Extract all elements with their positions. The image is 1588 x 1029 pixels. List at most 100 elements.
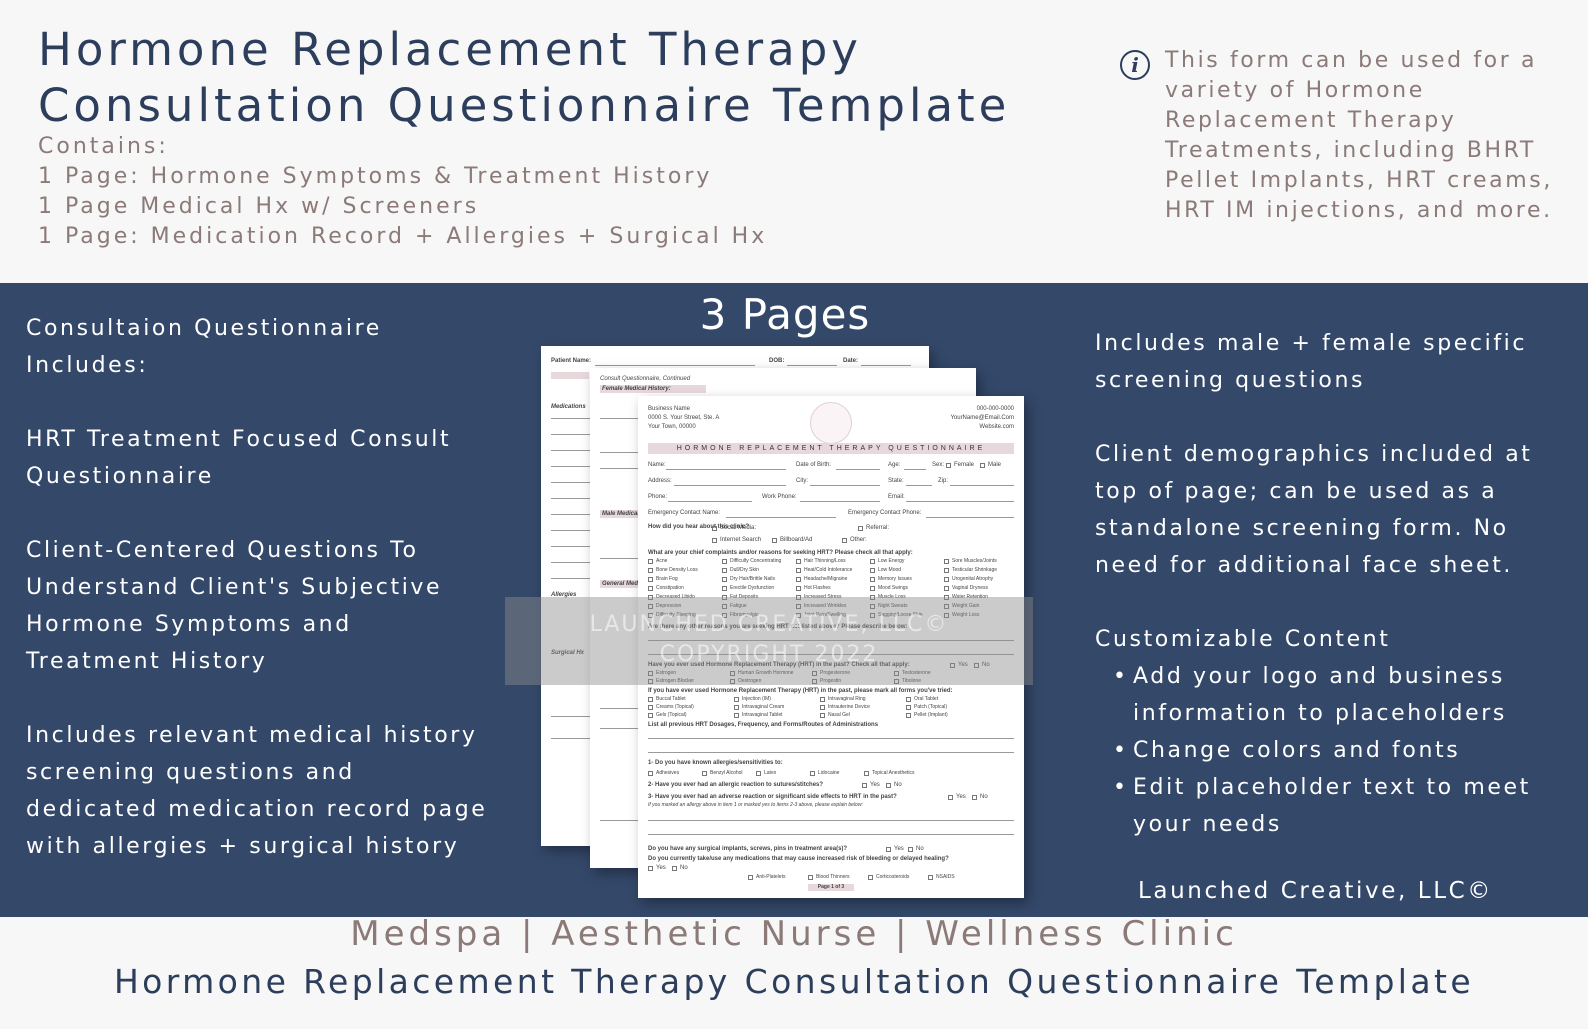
field-line bbox=[551, 562, 591, 563]
checkbox[interactable] bbox=[948, 795, 953, 800]
checkbox[interactable] bbox=[648, 577, 653, 582]
checkbox[interactable] bbox=[648, 604, 653, 609]
checkbox[interactable] bbox=[886, 783, 891, 788]
option-label: Internet Search bbox=[720, 537, 762, 543]
checkbox[interactable] bbox=[908, 847, 913, 852]
checkbox[interactable] bbox=[722, 559, 727, 564]
checkbox[interactable] bbox=[722, 604, 727, 609]
question: 2- Have you ever had an allergic reactio… bbox=[648, 782, 824, 788]
checkbox[interactable] bbox=[712, 526, 717, 531]
checkbox[interactable] bbox=[712, 538, 717, 543]
checkbox[interactable] bbox=[906, 697, 911, 702]
checkbox[interactable] bbox=[944, 595, 949, 600]
symptom-option: Weight Loss bbox=[952, 612, 980, 618]
checkbox[interactable] bbox=[796, 586, 801, 591]
checkbox[interactable] bbox=[950, 663, 955, 668]
checkbox[interactable] bbox=[820, 713, 825, 718]
checkbox[interactable] bbox=[796, 595, 801, 600]
checkbox[interactable] bbox=[722, 595, 727, 600]
checkbox[interactable] bbox=[894, 679, 899, 684]
option-label: Social Media: bbox=[720, 525, 757, 531]
checkbox[interactable] bbox=[748, 875, 753, 880]
bleeding-option: NSAIDS bbox=[936, 874, 955, 880]
checkbox[interactable] bbox=[648, 559, 653, 564]
checkbox[interactable] bbox=[722, 613, 727, 618]
checkbox[interactable] bbox=[974, 663, 979, 668]
symptom-option: Difficulty Concentrating bbox=[730, 558, 782, 564]
checkbox[interactable] bbox=[648, 771, 653, 776]
checkbox[interactable] bbox=[870, 613, 875, 618]
checkbox[interactable] bbox=[870, 586, 875, 591]
checkbox[interactable] bbox=[702, 771, 707, 776]
checkbox[interactable] bbox=[944, 604, 949, 609]
checkbox[interactable] bbox=[796, 604, 801, 609]
checkbox[interactable] bbox=[810, 771, 815, 776]
checkbox[interactable] bbox=[722, 568, 727, 573]
checkbox[interactable] bbox=[972, 795, 977, 800]
question: What are your chief complaints and/or re… bbox=[648, 550, 913, 556]
bleeding-option: Anti-Platelets bbox=[756, 874, 786, 880]
checkbox[interactable] bbox=[648, 713, 653, 718]
checkbox[interactable] bbox=[944, 586, 949, 591]
checkbox[interactable] bbox=[858, 526, 863, 531]
checkbox[interactable] bbox=[756, 771, 761, 776]
checkbox[interactable] bbox=[812, 671, 817, 676]
checkbox[interactable] bbox=[928, 875, 933, 880]
checkbox[interactable] bbox=[648, 866, 653, 871]
checkbox[interactable] bbox=[648, 595, 653, 600]
checkbox[interactable] bbox=[864, 771, 869, 776]
checkbox[interactable] bbox=[820, 697, 825, 702]
checkbox[interactable] bbox=[648, 586, 653, 591]
checkbox[interactable] bbox=[796, 577, 801, 582]
checkbox[interactable] bbox=[730, 671, 735, 676]
checkbox[interactable] bbox=[722, 577, 727, 582]
checkbox[interactable] bbox=[862, 783, 867, 788]
checkbox[interactable] bbox=[944, 559, 949, 564]
checkbox[interactable] bbox=[730, 679, 735, 684]
checkbox[interactable] bbox=[796, 568, 801, 573]
checkbox[interactable] bbox=[870, 577, 875, 582]
symptom-option: Increased Stress bbox=[804, 594, 842, 600]
option-label: Yes bbox=[656, 865, 666, 871]
checkbox[interactable] bbox=[734, 705, 739, 710]
field-label: City: bbox=[796, 478, 808, 484]
option-label: No bbox=[894, 782, 902, 788]
checkbox[interactable] bbox=[870, 595, 875, 600]
checkbox[interactable] bbox=[796, 559, 801, 564]
checkbox[interactable] bbox=[648, 705, 653, 710]
section-heading: Male Medical History bbox=[602, 511, 662, 517]
checkbox[interactable] bbox=[812, 679, 817, 684]
checkbox[interactable] bbox=[772, 538, 777, 543]
checkbox[interactable] bbox=[648, 679, 653, 684]
checkbox[interactable] bbox=[734, 713, 739, 718]
checkbox[interactable] bbox=[868, 875, 873, 880]
checkbox[interactable] bbox=[648, 568, 653, 573]
checkbox[interactable] bbox=[886, 847, 891, 852]
checkbox[interactable] bbox=[842, 538, 847, 543]
checkbox[interactable] bbox=[734, 697, 739, 702]
checkbox[interactable] bbox=[944, 613, 949, 618]
checkbox[interactable] bbox=[944, 577, 949, 582]
checkbox[interactable] bbox=[946, 463, 951, 468]
checkbox[interactable] bbox=[944, 568, 949, 573]
hrt-form-option: Creams (Topical) bbox=[656, 704, 694, 710]
checkbox[interactable] bbox=[894, 671, 899, 676]
symptom-option: Weight Gain bbox=[952, 603, 980, 609]
checkbox[interactable] bbox=[906, 705, 911, 710]
hrt-type-option: Estrogen Blocker bbox=[656, 678, 695, 684]
business-phone: 000-000-0000 bbox=[976, 406, 1014, 412]
checkbox[interactable] bbox=[870, 604, 875, 609]
checkbox[interactable] bbox=[648, 697, 653, 702]
checkbox[interactable] bbox=[648, 671, 653, 676]
checkbox[interactable] bbox=[722, 586, 727, 591]
checkbox[interactable] bbox=[672, 866, 677, 871]
checkbox[interactable] bbox=[796, 613, 801, 618]
checkbox[interactable] bbox=[808, 875, 813, 880]
checkbox[interactable] bbox=[870, 559, 875, 564]
checkbox[interactable] bbox=[820, 705, 825, 710]
symptom-option: Urogenital Atrophy bbox=[952, 576, 994, 582]
checkbox[interactable] bbox=[648, 613, 653, 618]
checkbox[interactable] bbox=[906, 713, 911, 718]
checkbox[interactable] bbox=[870, 568, 875, 573]
checkbox[interactable] bbox=[980, 463, 985, 468]
